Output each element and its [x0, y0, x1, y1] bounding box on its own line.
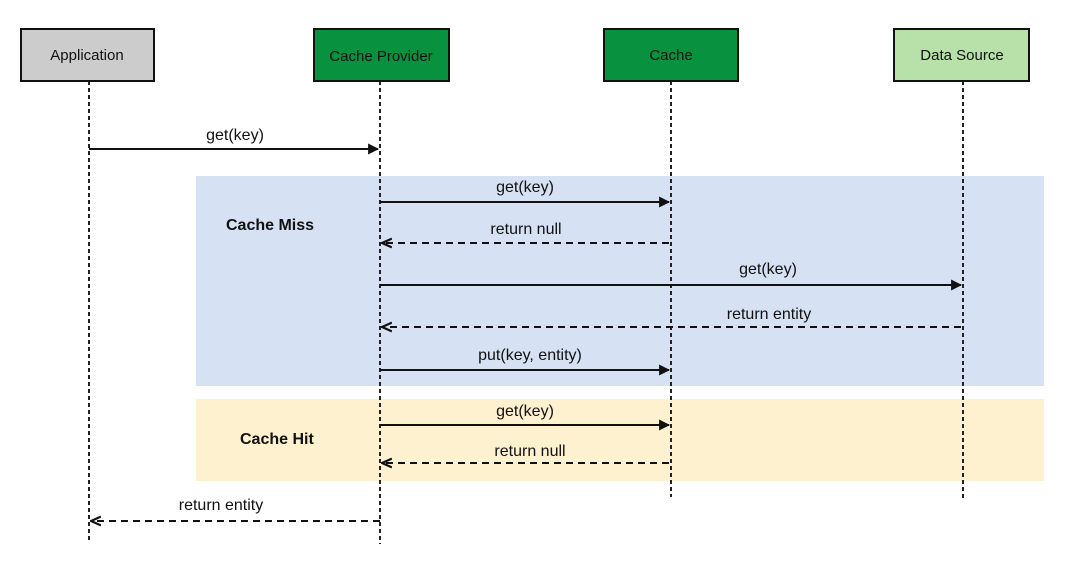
participant-application-label: Application	[50, 47, 123, 64]
message-1-label: get(key)	[206, 127, 264, 144]
message-3: return null	[382, 221, 669, 243]
participant-data-source-label: Data Source	[920, 47, 1003, 64]
message-2-label: get(key)	[496, 179, 554, 196]
message-3-label: return null	[490, 221, 561, 238]
region-cache-miss-box	[196, 176, 1044, 386]
region-cache-hit-box	[196, 399, 1044, 481]
region-cache-miss: Cache Miss	[196, 176, 1044, 386]
region-cache-hit-label: Cache Hit	[240, 431, 314, 448]
message-7: get(key)	[380, 403, 671, 431]
participants: Application Cache Provider Cache Data So…	[20, 28, 1030, 82]
message-5-label: return entity	[727, 306, 811, 323]
message-9-label: return entity	[179, 497, 263, 514]
message-8: return null	[382, 443, 669, 463]
messages: get(key) get(key) return null get(key) r…	[89, 127, 963, 521]
participant-cache-provider-label: Cache Provider	[329, 48, 432, 65]
participant-application: Application	[20, 28, 155, 82]
regions: Cache Miss Cache Hit	[196, 176, 1044, 481]
message-1: get(key)	[89, 127, 380, 155]
participant-cache: Cache	[603, 28, 739, 82]
participant-cache-provider: Cache Provider	[313, 28, 450, 82]
message-9: return entity	[91, 497, 380, 521]
message-8-label: return null	[494, 443, 565, 460]
participant-data-source: Data Source	[893, 28, 1030, 82]
participant-cache-provider-box	[313, 28, 450, 82]
message-6: put(key, entity)	[380, 347, 671, 376]
region-cache-miss-label: Cache Miss	[226, 217, 314, 234]
participant-cache-label: Cache	[649, 47, 692, 64]
message-4-label: get(key)	[739, 261, 797, 278]
message-7-label: get(key)	[496, 403, 554, 420]
region-cache-hit: Cache Hit	[196, 399, 1044, 481]
lifelines	[88, 81, 964, 544]
participant-application-box	[20, 28, 155, 82]
message-2: get(key)	[380, 179, 671, 208]
message-5: return entity	[382, 306, 961, 327]
participant-data-source-box	[893, 28, 1030, 82]
message-4: get(key)	[380, 261, 963, 291]
message-6-label: put(key, entity)	[478, 347, 582, 364]
participant-cache-box	[603, 28, 739, 82]
